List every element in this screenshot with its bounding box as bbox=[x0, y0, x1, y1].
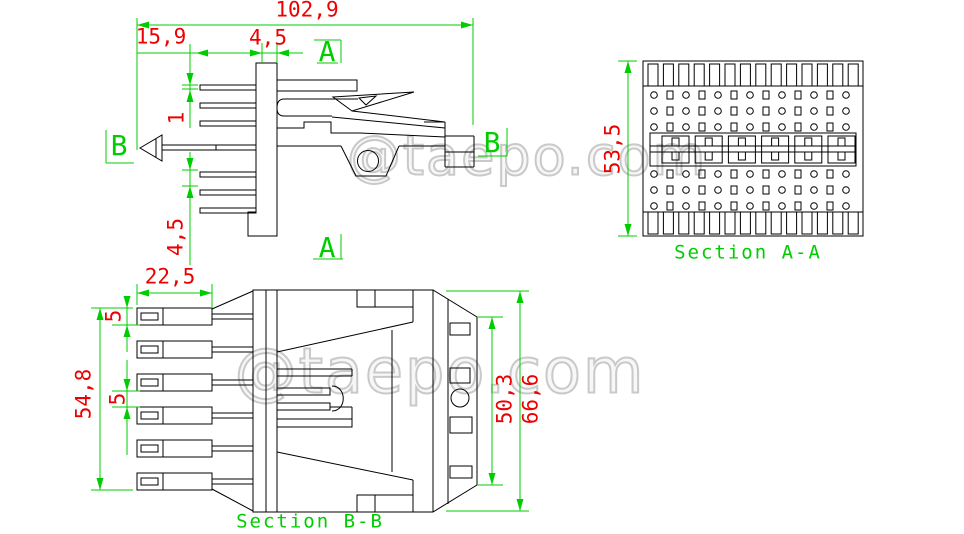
dim-aa-height-label: 53,5 bbox=[600, 123, 625, 175]
section-aa-title: Section A-A bbox=[674, 241, 822, 264]
dim-pin-thickness-label: 1 bbox=[164, 111, 189, 125]
side-view-outline bbox=[139, 62, 475, 237]
dim-tip-offset-label: 15,9 bbox=[135, 24, 187, 49]
dim-prong-gap-label: 5 bbox=[105, 392, 130, 406]
dim-prong-length-label: 22,5 bbox=[144, 264, 196, 289]
dim-prong-height-label: 5 bbox=[101, 309, 126, 323]
section-bb-outline bbox=[136, 289, 478, 513]
dim-overall-height-label: 66,6 bbox=[518, 373, 543, 425]
section-marker-b-left: B bbox=[110, 129, 128, 162]
section-aa-dimension-lines bbox=[618, 60, 637, 237]
dim-overall-width-label: 102,9 bbox=[275, 0, 339, 22]
dim-body-width-label: 4,5 bbox=[249, 25, 287, 50]
watermark-upper: @taepo.com bbox=[346, 124, 708, 189]
section-bb-title: Section B-B bbox=[236, 510, 384, 533]
dim-stack-height-label: 54,8 bbox=[71, 368, 96, 420]
section-aa-outline bbox=[642, 60, 864, 237]
section-bb-dimension-lines bbox=[91, 284, 529, 512]
section-marker-a-bottom: A bbox=[318, 231, 336, 264]
dim-inner-height-label: 50,3 bbox=[492, 373, 517, 425]
side-view-dimension-lines bbox=[105, 18, 508, 265]
section-marker-b-right: B bbox=[483, 126, 501, 159]
section-marker-a-top: A bbox=[318, 35, 336, 68]
dim-pin-spacing-label: 4,5 bbox=[163, 218, 188, 256]
